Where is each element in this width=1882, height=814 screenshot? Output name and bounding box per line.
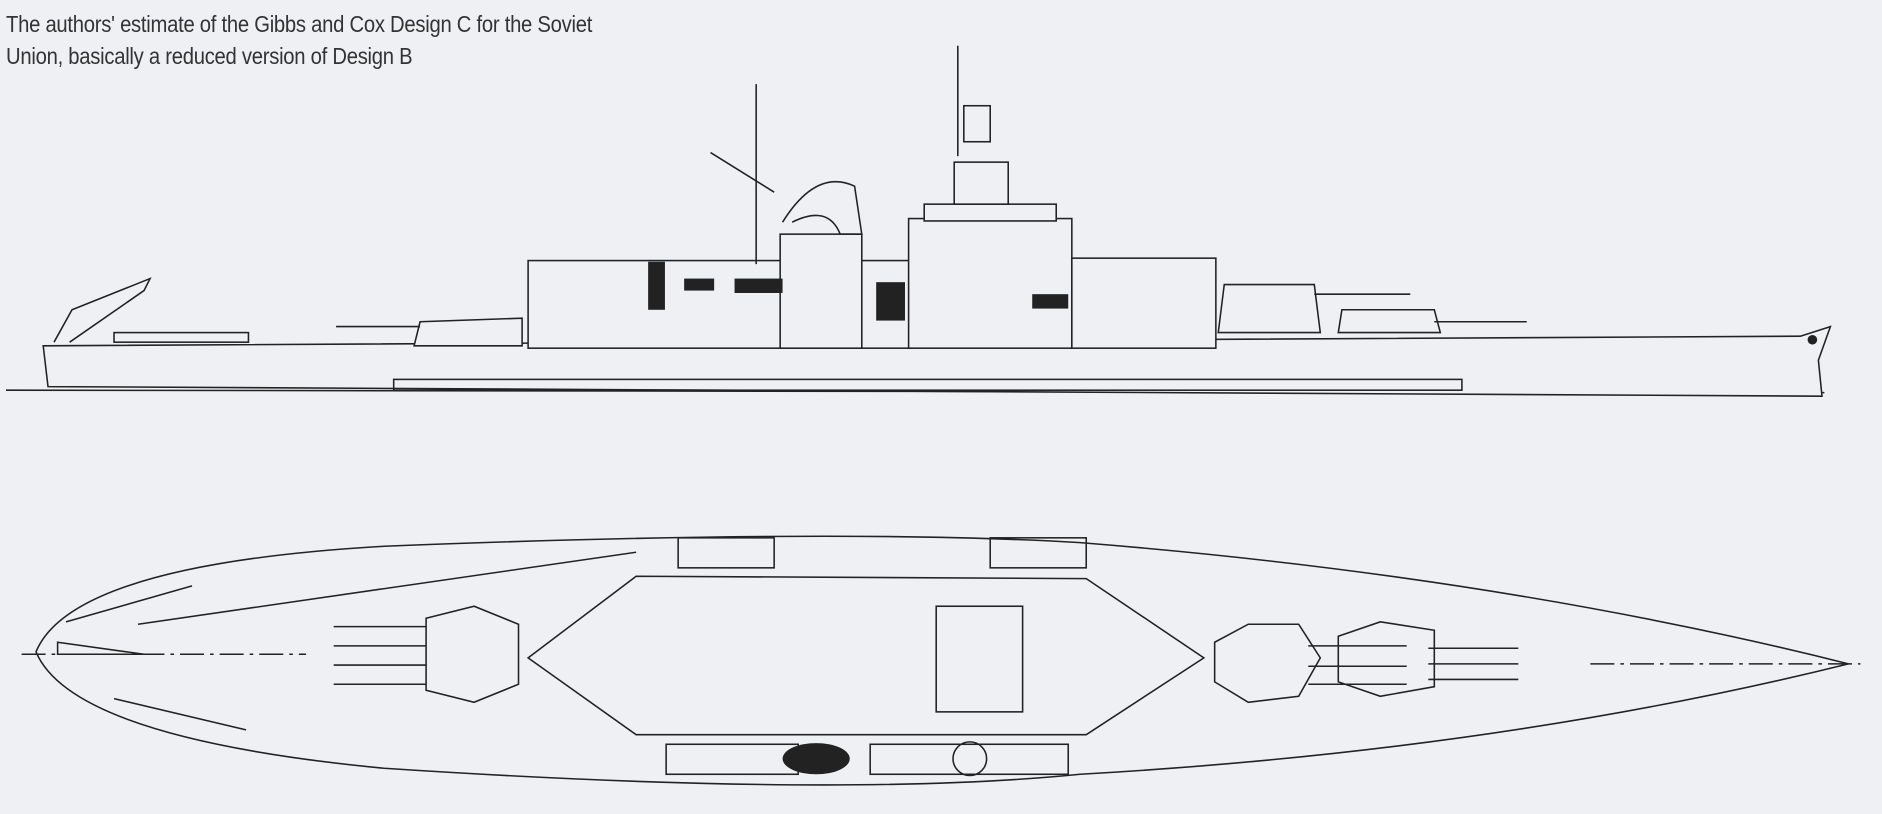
- director-tower: [963, 104, 991, 143]
- figure-caption: The authors' estimate of the Gibbs and C…: [6, 8, 592, 72]
- boat-plan: [782, 743, 850, 775]
- armor-belt: [392, 378, 1463, 391]
- caption-line-1: The authors' estimate of the Gibbs and C…: [6, 11, 593, 37]
- funnel: [781, 181, 863, 235]
- turret-a-plan: [1337, 621, 1436, 698]
- plan-view: [21, 535, 1861, 786]
- superstructure-plan: [526, 575, 1206, 736]
- forward-turret-b: [1217, 283, 1322, 334]
- side-profile: [6, 45, 1832, 397]
- aft-turret-plan: [425, 605, 520, 704]
- caption-line-2: Union, basically a reduced version of De…: [6, 43, 413, 69]
- forward-turret-a: [1337, 308, 1442, 334]
- crane: [53, 277, 152, 343]
- funnel-plan: [935, 605, 1024, 713]
- aircraft-catapult: [113, 331, 250, 343]
- forward-superstructure: [907, 217, 1073, 349]
- turret-b-plan: [1213, 623, 1322, 704]
- aft-turret: [413, 317, 523, 347]
- bridge: [953, 161, 1009, 205]
